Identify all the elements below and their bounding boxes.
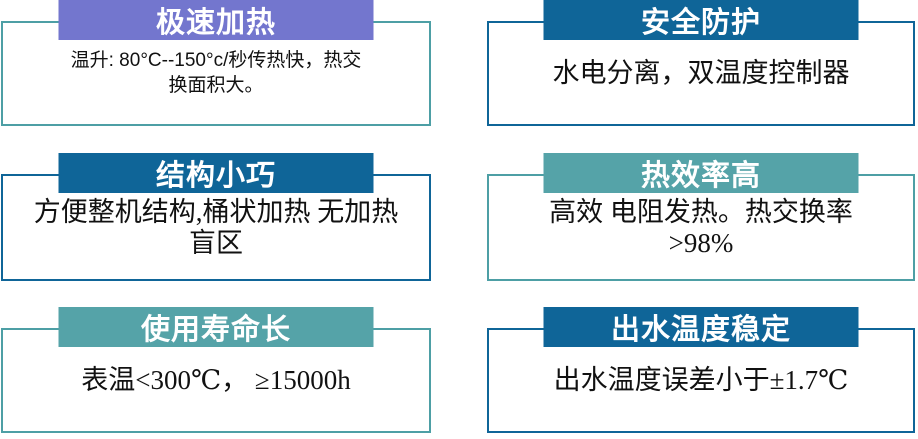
feature-title-bar-high-thermal-efficiency: 热效率高 [543, 153, 859, 193]
feature-card-rapid-heating: 极速加热 温升: 80°C--150°c/秒传热快，热交 换面积大。 [1, 0, 431, 126]
feature-text: 表温<300℃， ≥15000h [81, 365, 351, 396]
feature-title-bar-rapid-heating: 极速加热 [58, 0, 374, 40]
feature-card-high-thermal-efficiency: 热效率高 高效 电阻发热。热交换率 >98% [487, 153, 915, 281]
feature-title: 出水温度稳定 [610, 314, 791, 346]
feature-title-bar-safety-protection: 安全防护 [543, 0, 859, 40]
feature-title-bar-long-service-life: 使用寿命长 [58, 307, 374, 347]
feature-text: 出水温度误差小于±1.7℃ [553, 365, 849, 396]
feature-title: 结构小巧 [155, 160, 276, 192]
feature-text: 水电分离，双温度控制器 [552, 58, 850, 89]
feature-title-bar-stable-outlet-temperature: 出水温度稳定 [543, 307, 859, 347]
feature-title: 极速加热 [155, 7, 276, 39]
feature-text: 高效 电阻发热。热交换率 >98% [549, 197, 853, 258]
feature-text: 方便整机结构,桶状加热 无加热 盲区 [33, 197, 399, 258]
feature-card-stable-outlet-temperature: 出水温度稳定 出水温度误差小于±1.7℃ [487, 307, 915, 433]
feature-card-long-service-life: 使用寿命长 表温<300℃， ≥15000h [1, 307, 431, 433]
feature-title-bar-compact-structure: 结构小巧 [58, 153, 374, 193]
feature-title: 安全防护 [640, 7, 761, 39]
feature-card-safety-protection: 安全防护 水电分离，双温度控制器 [487, 0, 915, 126]
feature-title: 热效率高 [640, 160, 761, 192]
feature-card-compact-structure: 结构小巧 方便整机结构,桶状加热 无加热 盲区 [1, 153, 431, 281]
feature-text: 温升: 80°C--150°c/秒传热快，热交 换面积大。 [70, 49, 362, 96]
feature-title: 使用寿命长 [140, 314, 291, 346]
